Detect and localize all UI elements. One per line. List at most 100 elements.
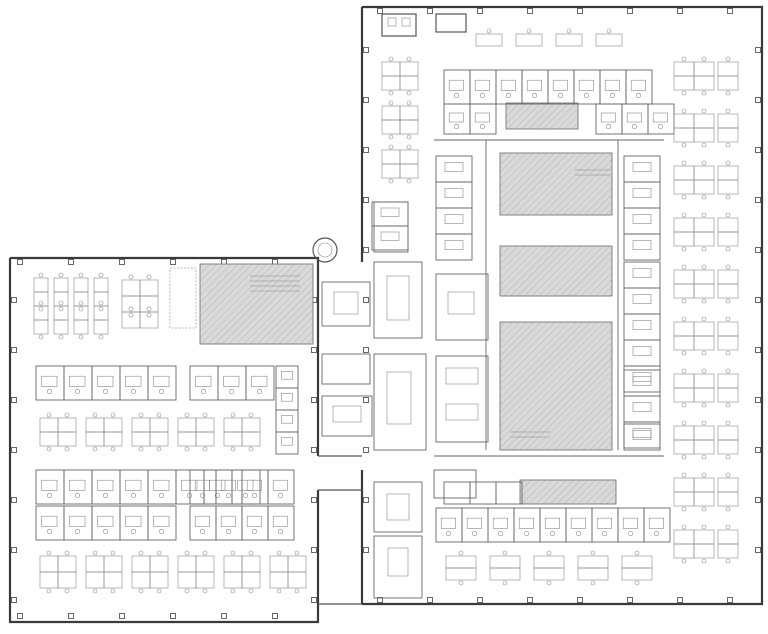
private-office <box>275 365 299 389</box>
workstation <box>93 319 109 335</box>
office-desk <box>632 372 652 382</box>
column <box>11 547 17 553</box>
workstation-chair <box>725 316 731 322</box>
workstation <box>381 75 401 91</box>
office-desk <box>630 79 646 91</box>
office-desk <box>181 479 198 491</box>
workstation <box>57 417 77 433</box>
workstation-chair <box>681 264 687 270</box>
private-office <box>623 261 661 289</box>
workstation-chair <box>546 580 552 586</box>
workstation-chair <box>58 334 64 340</box>
workstation-chair <box>681 160 687 166</box>
office-desk <box>380 207 400 217</box>
workstation <box>149 555 169 573</box>
private-office <box>435 507 463 543</box>
workstation-chair <box>230 588 236 594</box>
workstation-chair <box>276 588 282 594</box>
workstation <box>693 127 715 143</box>
office-desk <box>626 112 642 123</box>
private-office <box>189 505 217 541</box>
office-desk <box>526 79 542 91</box>
office-desk <box>125 375 142 387</box>
workstation-chair <box>46 550 52 556</box>
office-desk <box>220 479 236 491</box>
office-desk <box>41 479 58 491</box>
private-office <box>119 469 149 505</box>
office-chair <box>225 528 231 534</box>
office-desk <box>632 240 652 250</box>
column <box>755 97 761 103</box>
office-desk <box>632 268 652 278</box>
private-office <box>231 469 261 505</box>
private-offices <box>35 69 675 543</box>
column <box>755 547 761 553</box>
office-desk <box>251 375 268 387</box>
workstation-chair <box>681 212 687 218</box>
office-desk <box>97 515 114 527</box>
workstation-chair <box>590 550 596 556</box>
workstation <box>717 283 739 299</box>
office-chair <box>74 492 80 498</box>
workstation-chair <box>156 412 162 418</box>
office-chair <box>74 528 80 534</box>
workstation-chair <box>486 28 492 34</box>
office-desk <box>632 430 652 440</box>
workstation-chair <box>634 550 640 556</box>
workstation-chair <box>725 160 731 166</box>
workstation <box>195 571 215 589</box>
office-desk <box>41 515 58 527</box>
office-desk <box>552 79 568 91</box>
private-office <box>435 155 473 183</box>
workstation <box>85 417 105 433</box>
workstation <box>693 61 715 77</box>
workstation-chair <box>388 134 394 140</box>
office-chair <box>505 93 511 99</box>
private-office <box>267 469 295 505</box>
private-office <box>241 469 269 505</box>
private-office <box>371 225 409 251</box>
office-desk <box>474 79 490 91</box>
workstation-chair <box>725 350 731 356</box>
workstation <box>717 269 739 285</box>
office-chair <box>445 530 451 536</box>
column <box>311 447 317 453</box>
office-chair <box>242 492 248 498</box>
workstation <box>673 283 695 299</box>
workstation <box>177 431 197 447</box>
workstation <box>53 277 69 293</box>
workstation <box>399 163 419 179</box>
column <box>11 497 17 503</box>
workstation-chair <box>248 550 254 556</box>
workstation-chair <box>78 306 84 312</box>
office-desk <box>97 375 114 387</box>
workstation <box>717 217 739 233</box>
workstation <box>57 431 77 447</box>
column <box>363 397 369 403</box>
office-chair <box>74 388 80 394</box>
office-desk <box>632 376 652 386</box>
workstation <box>693 529 715 545</box>
private-office <box>35 505 65 541</box>
office-chair <box>635 93 641 99</box>
private-office <box>621 103 649 135</box>
workstation-chair <box>725 246 731 252</box>
workstation-chair <box>406 90 412 96</box>
private-office <box>623 423 661 451</box>
column <box>170 259 176 265</box>
workstation-chair <box>78 300 84 306</box>
workstation <box>103 555 123 573</box>
workstation <box>577 555 609 569</box>
private-office <box>617 507 645 543</box>
workstation <box>673 529 695 545</box>
private-office <box>35 469 65 505</box>
workstation-chair <box>406 134 412 140</box>
workstation <box>673 217 695 233</box>
workstation-chair <box>502 580 508 586</box>
column <box>755 197 761 203</box>
office-chair <box>102 388 108 394</box>
office-desk <box>281 371 293 380</box>
private-office <box>267 505 295 541</box>
workstation <box>131 555 151 573</box>
